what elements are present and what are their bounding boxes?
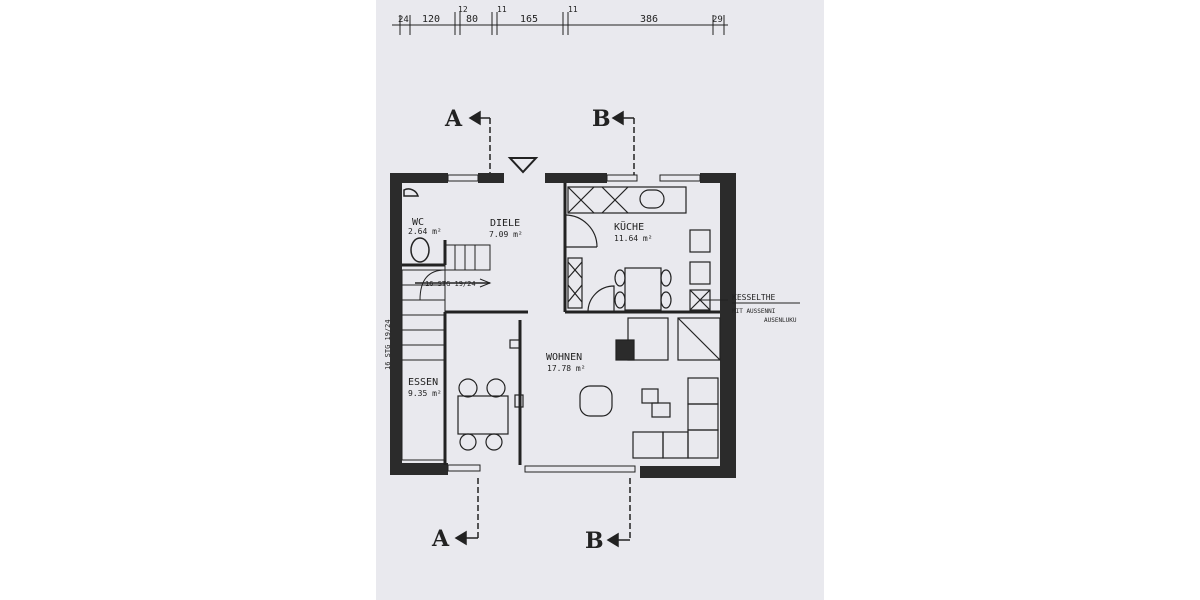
wc-fixtures <box>403 188 430 263</box>
section-label-b-bottom: B <box>585 528 604 554</box>
room-area-wohnen: 17.78 m² <box>547 364 586 373</box>
outer-walls <box>390 173 736 478</box>
windows <box>447 174 701 473</box>
annotation-line-1: KESSELTHE <box>732 293 776 302</box>
room-name-wc: WC <box>412 217 424 228</box>
stair-label-lower: 16 STG 19/24 <box>384 319 392 370</box>
section-line-a-bottom <box>454 478 479 546</box>
room-name-wohnen: WOHNEN <box>546 352 582 363</box>
section-label-a: A <box>444 106 463 132</box>
section-line-a-top <box>468 110 491 175</box>
room-area-kueche: 11.64 m² <box>614 234 653 243</box>
entrance-marker <box>507 157 539 174</box>
annotation-line-2: MIT AUSSENNI <box>732 308 776 315</box>
annotation-line-3: AUSENLUKU <box>764 317 797 324</box>
living-furniture <box>579 377 719 459</box>
room-area-diele: 7.09 m² <box>489 230 523 239</box>
room-area-wc: 2.64 m² <box>408 227 442 236</box>
dim-label: 11 <box>568 5 578 14</box>
boiler-unit <box>615 317 721 361</box>
section-line-b-top <box>611 110 635 175</box>
dim-label: 165 <box>520 14 538 25</box>
paper-sheet <box>376 0 824 600</box>
dim-label: 12 <box>458 5 468 14</box>
dim-label: 120 <box>422 14 440 25</box>
interior-walls <box>402 183 720 465</box>
dim-label: 29 <box>712 15 723 25</box>
dining-furniture <box>457 339 524 451</box>
room-name-essen: ESSEN <box>408 377 438 388</box>
dim-label: 386 <box>640 14 658 25</box>
room-name-diele: DIELE <box>490 218 520 229</box>
dim-label: 11 <box>497 5 507 14</box>
section-label-b: B <box>592 106 611 132</box>
dim-label: 80 <box>466 14 478 25</box>
section-label-a-bottom: A <box>431 526 450 552</box>
annotation-leader <box>700 299 800 304</box>
section-line-b-bottom <box>606 478 631 548</box>
kitchen-units <box>564 186 711 313</box>
room-area-essen: 9.35 m² <box>408 389 442 398</box>
staircase <box>401 244 492 461</box>
dim-label: 24 <box>398 15 409 25</box>
room-name-kueche: KÜCHE <box>614 220 644 233</box>
dimension-chain <box>392 12 728 35</box>
stair-label-upper: 16 STG 19/24 <box>425 280 476 288</box>
